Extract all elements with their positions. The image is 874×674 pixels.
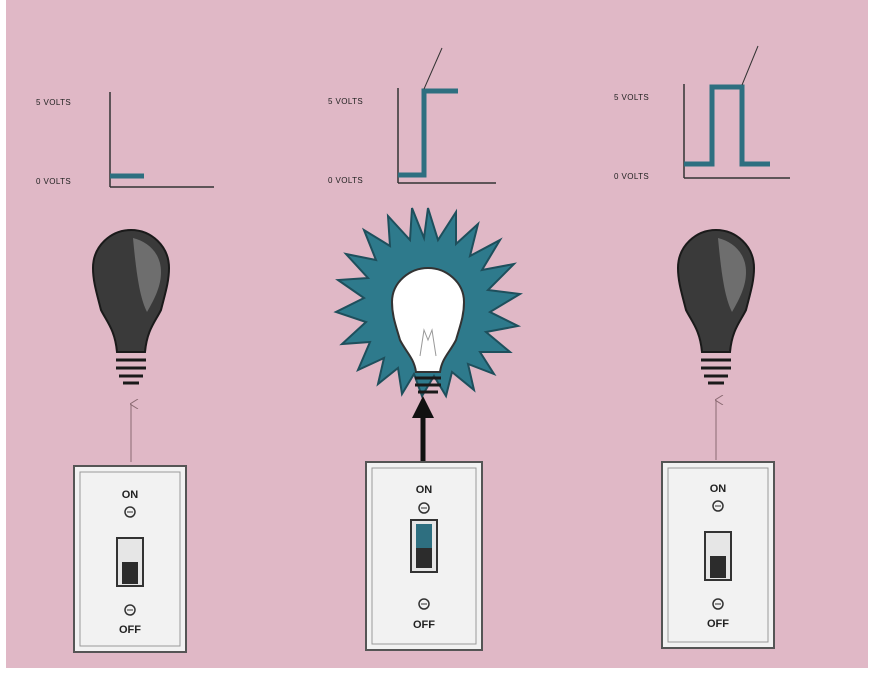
toggle-lever[interactable] — [416, 524, 432, 548]
label-5-volts: 5 VOLTS — [36, 98, 71, 107]
toggle-lever[interactable] — [710, 556, 726, 578]
label-0-volts: 0 VOLTS — [36, 177, 71, 186]
voltage-graph-1: 5 VOLTS 0 VOLTS — [36, 92, 214, 187]
light-bulb-icon — [678, 230, 754, 383]
edge-pointer — [742, 46, 758, 85]
switch-on-label: ON — [122, 489, 139, 501]
scene-2: 5 VOLTS 0 VOLTS ON — [328, 48, 520, 650]
label-5-volts: 5 VOLTS — [614, 93, 649, 102]
scene-1: 5 VOLTS 0 VOLTS ON — [36, 92, 214, 652]
signal-trace — [684, 87, 770, 164]
switch-on-label: ON — [416, 484, 433, 496]
voltage-graph-2: 5 VOLTS 0 VOLTS — [328, 48, 496, 185]
label-0-volts: 0 VOLTS — [328, 176, 363, 185]
glowing-light-bulb-icon — [336, 208, 520, 396]
switch-off-label: OFF — [413, 619, 435, 631]
voltage-graph-3: 5 VOLTS 0 VOLTS — [614, 46, 790, 181]
light-bulb-icon — [93, 230, 169, 383]
label-0-volts: 0 VOLTS — [614, 172, 649, 181]
scene-3: 5 VOLTS 0 VOLTS ON — [614, 46, 790, 648]
label-5-volts: 5 VOLTS — [328, 97, 363, 106]
light-switch-1: ON OFF — [74, 466, 186, 652]
switch-on-label: ON — [710, 483, 727, 495]
switch-off-label: OFF — [707, 618, 729, 630]
signal-trace — [398, 91, 458, 175]
light-switch-2: ON OFF — [366, 462, 482, 650]
edge-pointer — [424, 48, 442, 89]
switch-off-label: OFF — [119, 624, 141, 636]
bold-arrow — [412, 396, 434, 462]
toggle-lever[interactable] — [122, 562, 138, 584]
light-switch-3: ON OFF — [662, 462, 774, 648]
